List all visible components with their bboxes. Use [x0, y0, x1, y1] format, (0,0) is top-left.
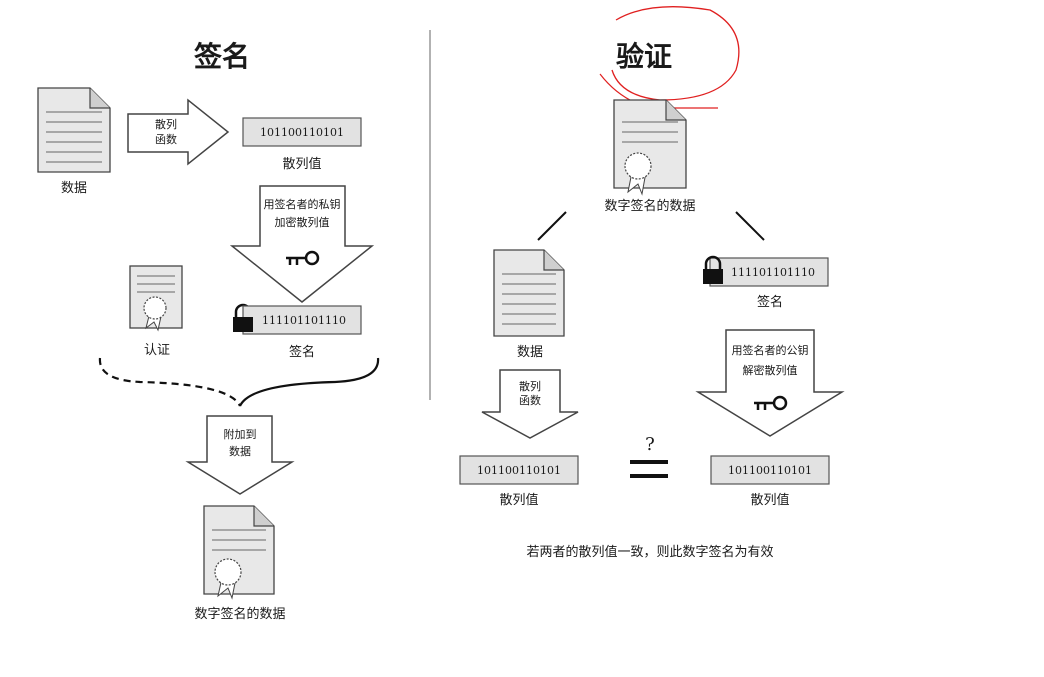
certificate-label: 认证 — [144, 343, 170, 358]
verify-title: 验证 — [616, 40, 672, 73]
certificate-icon — [129, 265, 183, 332]
hash-value-box — [242, 117, 362, 147]
equals-bar-bottom — [630, 474, 668, 478]
attach-label-2: 数据 — [229, 444, 251, 458]
compare-question-mark: ? — [645, 434, 655, 455]
signature-value: 111101101110 — [262, 314, 346, 327]
signature-label: 签名 — [289, 344, 315, 360]
attach-label-1: 附加到 — [224, 427, 257, 441]
hash-function-label-1: 散列 — [155, 117, 177, 131]
hash-function-label-2: 函数 — [155, 133, 177, 146]
verify-hash-function-label-2: 函数 — [519, 394, 541, 407]
public-key-icon — [754, 395, 788, 411]
verify-hash-value-right-box — [710, 455, 830, 485]
verify-hash-function-arrow — [481, 369, 579, 439]
verify-hash-value-left-box — [459, 455, 579, 485]
equals-bar-top — [630, 460, 668, 464]
sign-title: 签名 — [194, 40, 250, 73]
verify-hash-value-left-label: 散列值 — [499, 492, 538, 508]
verify-hash-function-label-1: 散列 — [519, 379, 541, 393]
split-line-right — [735, 211, 765, 241]
signed-document-label: 数字签名的数据 — [194, 606, 285, 622]
private-key-icon — [286, 250, 320, 266]
verify-signature-label: 签名 — [757, 294, 783, 310]
hash-function-arrow — [127, 98, 230, 166]
verify-hash-value-left: 101100110101 — [477, 464, 561, 477]
decrypt-label-2: 解密散列值 — [743, 363, 798, 377]
verify-conclusion: 若两者的散列值一致，则此数字签名为有效 — [526, 544, 773, 560]
encrypt-arrow — [229, 185, 375, 303]
brace-right-solid — [238, 357, 380, 407]
verify-data-label: 数据 — [517, 345, 543, 360]
data-document-icon — [37, 87, 111, 173]
verify-signed-document-label: 数字签名的数据 — [604, 198, 695, 214]
signed-document-icon — [203, 505, 275, 600]
encrypt-label-1: 用签名者的私钥 — [264, 197, 341, 211]
data-label: 数据 — [61, 181, 87, 196]
verify-hash-value-right-label: 散列值 — [750, 492, 789, 508]
blank-patch — [295, 420, 460, 677]
verify-signature-value: 111101101110 — [731, 266, 815, 279]
lock-body — [233, 317, 253, 332]
verify-lock-icon — [703, 255, 723, 284]
attach-arrow — [185, 415, 295, 495]
hash-value-label: 散列值 — [282, 156, 321, 172]
encrypt-label-2: 加密散列值 — [275, 215, 330, 229]
red-annotation-circle — [611, 6, 740, 101]
decrypt-label-1: 用签名者的公钥 — [732, 343, 809, 357]
verify-signature-box — [709, 257, 829, 287]
verify-data-document-icon — [493, 249, 565, 337]
signature-box — [242, 305, 362, 335]
verify-signed-document-icon — [613, 99, 687, 196]
hash-value: 101100110101 — [260, 126, 344, 139]
decrypt-arrow — [695, 329, 845, 437]
verify-hash-value-right: 101100110101 — [728, 464, 812, 477]
brace-left-dashed — [98, 357, 242, 407]
split-line-left — [537, 211, 567, 241]
